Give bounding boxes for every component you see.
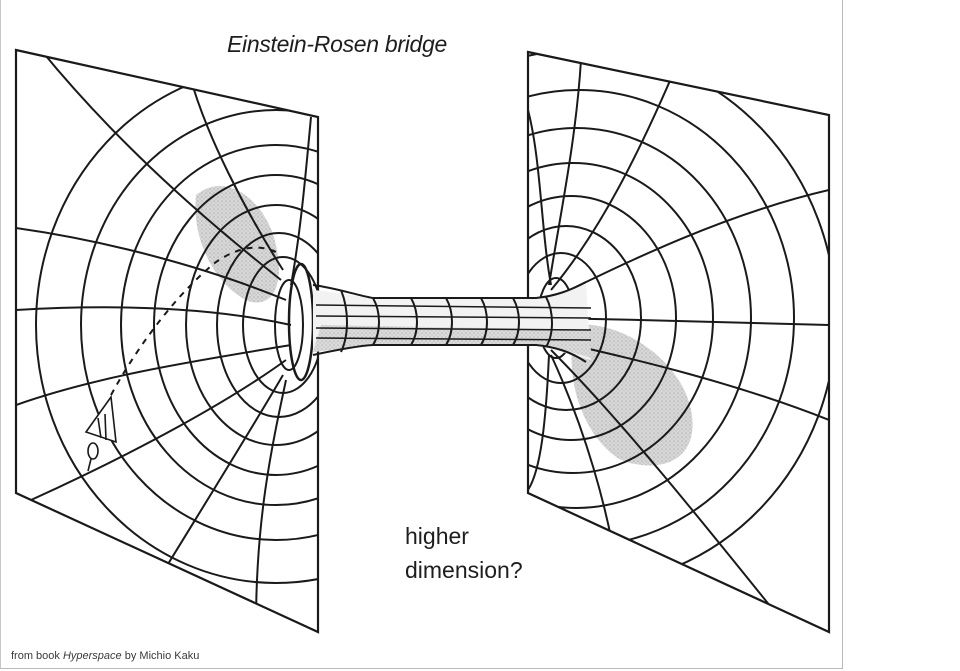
credit-suffix: by Michio Kaku [121, 650, 200, 662]
caption-line-1: higher [405, 523, 469, 549]
wormhole-tube [312, 281, 592, 363]
source-credit: from book Hyperspace by Michio Kaku [11, 650, 199, 662]
credit-prefix: from book [11, 650, 63, 662]
wormhole-illustration [14, 48, 831, 634]
caption-line-2: dimension? [405, 557, 523, 583]
slide-title: Einstein-Rosen bridge [227, 31, 447, 57]
slide: Einstein-Rosen bridge higher dimension? … [0, 0, 843, 669]
credit-book-title: Hyperspace [62, 650, 122, 662]
higher-dimension-caption: higher dimension? [405, 519, 523, 587]
spaceship-icon [84, 394, 117, 472]
